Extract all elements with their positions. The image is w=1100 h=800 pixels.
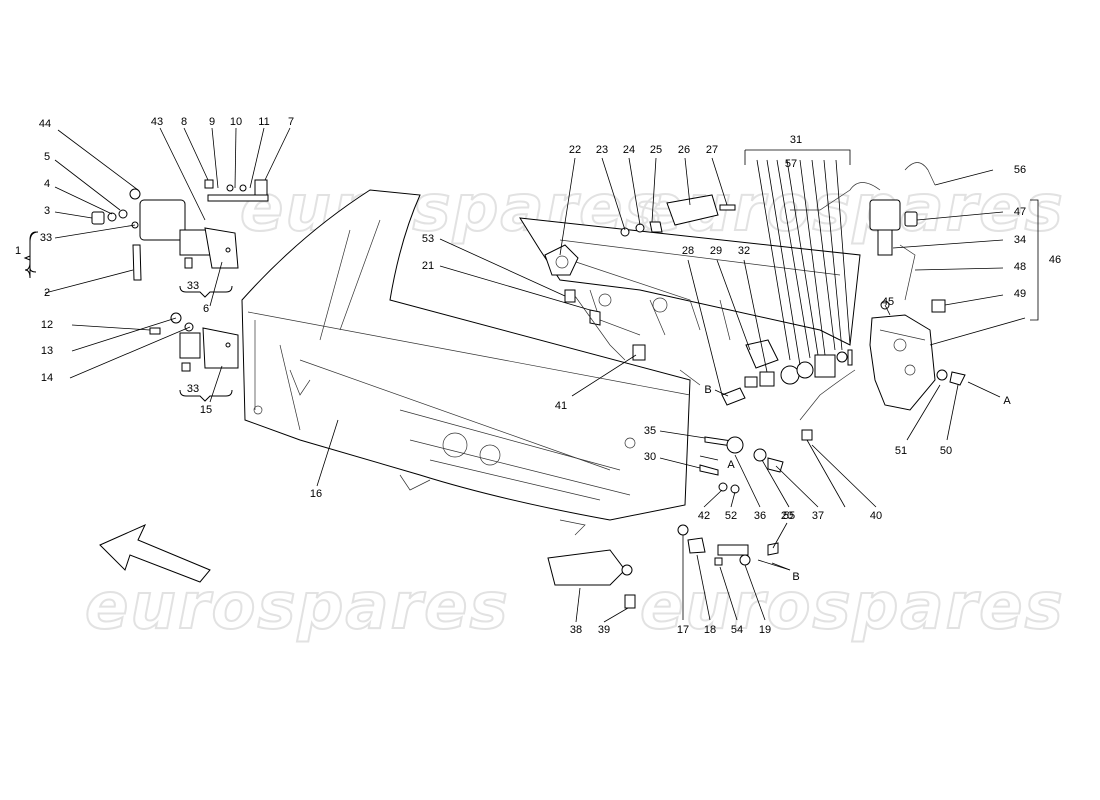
callout-33-top: 33 xyxy=(40,232,52,244)
callout-49: 49 xyxy=(1014,288,1026,300)
inner-handle-mechanism xyxy=(544,244,646,361)
callout-51: 51 xyxy=(895,445,907,457)
callout-46: 46 xyxy=(1049,254,1061,266)
ref-A-right: A xyxy=(1003,395,1011,407)
group-braces xyxy=(23,231,233,402)
callout-8: 8 xyxy=(181,116,187,128)
striker-and-buffers xyxy=(699,429,813,494)
door-latch-assembly xyxy=(790,162,966,411)
ref-B-lower: B xyxy=(792,571,799,583)
front-direction-arrow xyxy=(99,524,211,583)
callout-labels: 44 5 4 3 33 1 2 43 8 9 10 11 7 33 6 12 1… xyxy=(15,116,1061,636)
callout-52: 52 xyxy=(725,510,737,522)
callout-1: 1 xyxy=(15,245,21,257)
door-shell xyxy=(241,189,691,536)
callout-23: 23 xyxy=(596,144,608,156)
callout-2: 2 xyxy=(44,287,50,299)
callout-30: 30 xyxy=(644,451,656,463)
callout-39: 39 xyxy=(598,624,610,636)
callout-25: 25 xyxy=(650,144,662,156)
callout-44: 44 xyxy=(39,118,51,130)
callout-34: 34 xyxy=(1014,234,1026,246)
lock-cylinder-assembly xyxy=(721,339,853,406)
latch-rod xyxy=(799,369,856,421)
callout-42: 42 xyxy=(698,510,710,522)
ref-A-mid: A xyxy=(727,459,735,471)
lower-hinge-assembly xyxy=(149,312,239,372)
callout-26: 26 xyxy=(678,144,690,156)
callout-31: 31 xyxy=(790,134,802,146)
callout-21: 21 xyxy=(422,260,434,272)
callout-13: 13 xyxy=(41,345,53,357)
callout-7: 7 xyxy=(288,116,294,128)
callout-15: 15 xyxy=(200,404,212,416)
callout-4: 4 xyxy=(44,178,50,190)
lower-lock-parts xyxy=(677,524,779,566)
callout-54: 54 xyxy=(731,624,743,636)
callout-45: 45 xyxy=(882,296,894,308)
callout-24: 24 xyxy=(623,144,635,156)
exterior-handle xyxy=(547,549,636,609)
callout-36: 36 xyxy=(754,510,766,522)
callout-27: 27 xyxy=(706,144,718,156)
ref-B-upper: B xyxy=(704,384,711,396)
callout-35: 35 xyxy=(644,425,656,437)
callout-55: 55 xyxy=(783,510,795,522)
callout-47: 47 xyxy=(1014,206,1026,218)
callout-17: 17 xyxy=(677,624,689,636)
callout-22: 22 xyxy=(569,144,581,156)
callout-32: 32 xyxy=(738,245,750,257)
callout-19: 19 xyxy=(759,624,771,636)
callout-3: 3 xyxy=(44,205,50,217)
watermark-bottom-left: eurospares xyxy=(85,570,510,644)
callout-33-low: 33 xyxy=(187,383,199,395)
callout-33-mid: 33 xyxy=(187,280,199,292)
callout-5: 5 xyxy=(44,151,50,163)
callout-29: 29 xyxy=(710,245,722,257)
callout-37: 37 xyxy=(812,510,824,522)
callout-50: 50 xyxy=(940,445,952,457)
leader-lines xyxy=(44,127,1039,623)
door-inner-frame xyxy=(519,217,861,386)
callout-18: 18 xyxy=(704,624,716,636)
callout-9: 9 xyxy=(209,116,215,128)
callout-41: 41 xyxy=(555,400,567,412)
callout-40: 40 xyxy=(870,510,882,522)
callout-6: 6 xyxy=(203,303,209,315)
callout-28: 28 xyxy=(682,245,694,257)
callout-53: 53 xyxy=(422,233,434,245)
callout-12: 12 xyxy=(41,319,53,331)
callout-38: 38 xyxy=(570,624,582,636)
upper-hinge-assembly xyxy=(91,179,269,281)
callout-11: 11 xyxy=(258,116,269,128)
callout-48: 48 xyxy=(1014,261,1026,273)
reference-arrows xyxy=(699,389,791,571)
callout-16: 16 xyxy=(310,488,322,500)
callout-14: 14 xyxy=(41,372,53,384)
callout-10: 10 xyxy=(230,116,242,128)
callout-20: 20 xyxy=(781,510,793,522)
upper-bracket-parts xyxy=(620,194,736,237)
callout-57: 57 xyxy=(785,158,797,170)
callout-56: 56 xyxy=(1014,164,1026,176)
watermark-bottom-right: eurospares xyxy=(640,570,1065,644)
callout-43: 43 xyxy=(151,116,163,128)
